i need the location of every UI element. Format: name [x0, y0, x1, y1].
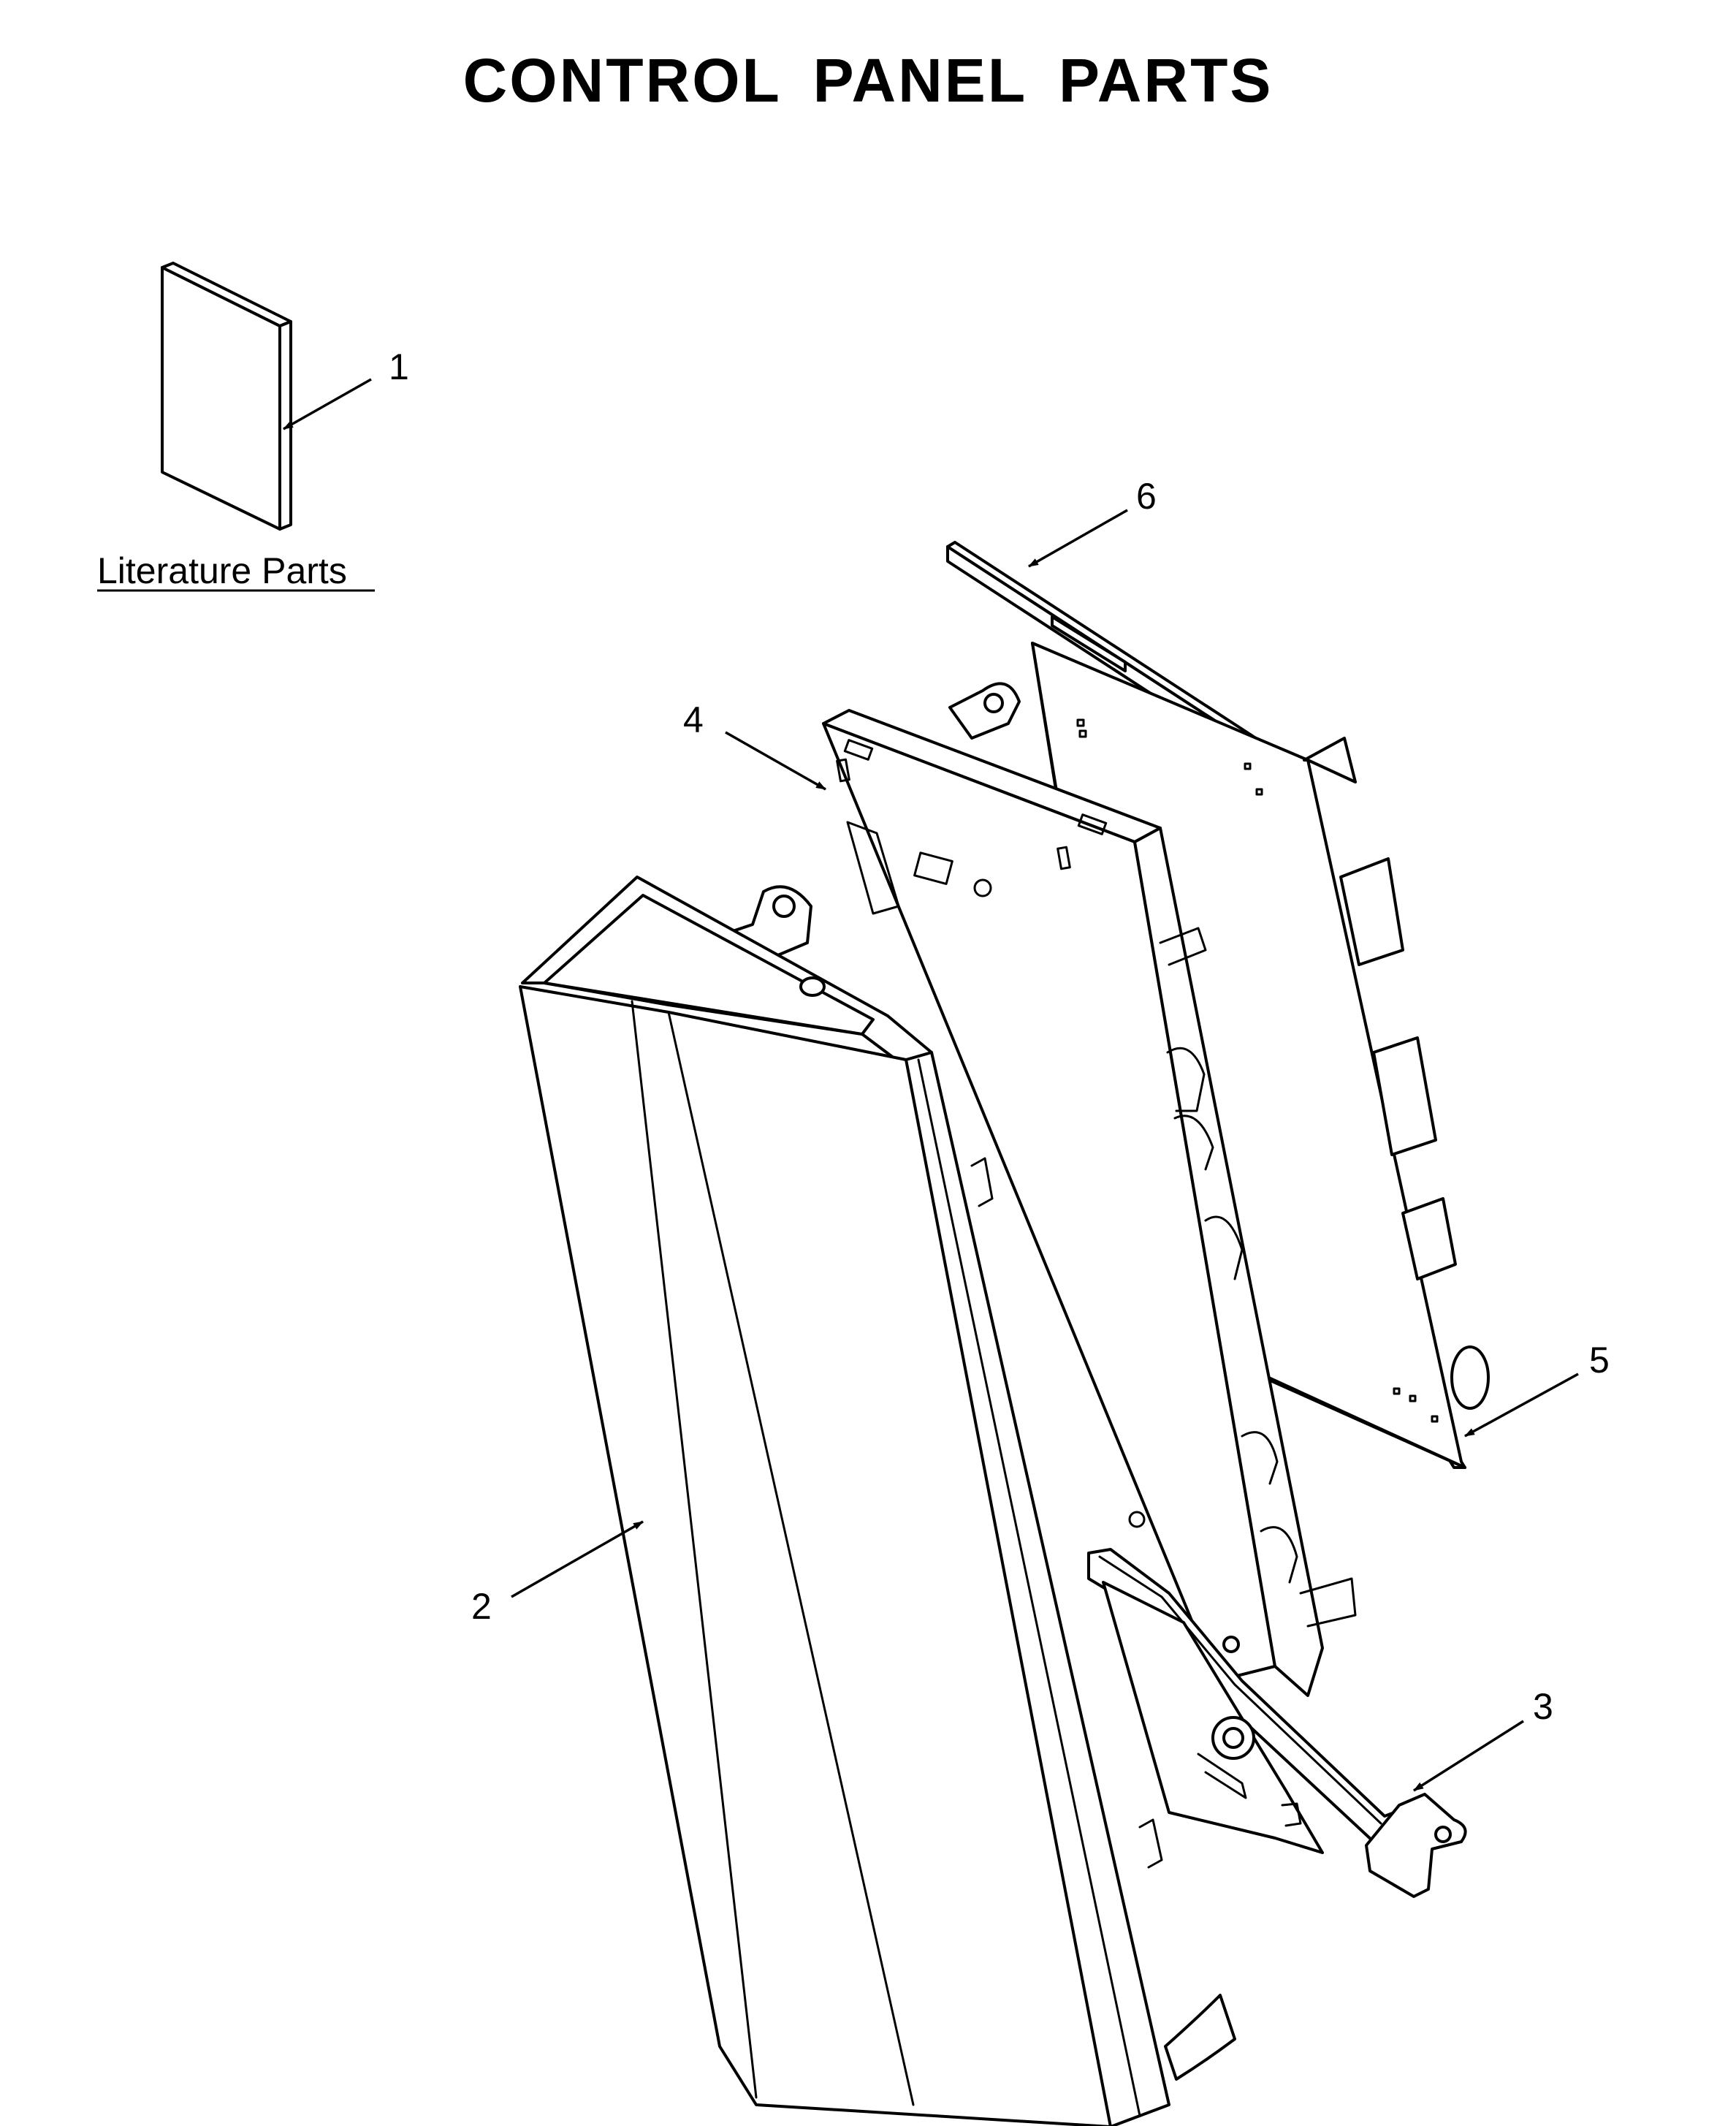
- leader-3: [1413, 1720, 1524, 1792]
- callout-3[interactable]: 3: [1533, 1686, 1553, 1727]
- leader-4: [725, 731, 826, 791]
- leader-5: [1464, 1373, 1579, 1438]
- leader-6: [1028, 509, 1128, 568]
- leader-1: [283, 378, 372, 430]
- callout-6[interactable]: 6: [1136, 476, 1157, 517]
- part-4-board-housing[interactable]: [822, 682, 1357, 1697]
- part-2-console-panel[interactable]: [519, 876, 1236, 2126]
- leader-2: [511, 1520, 644, 1598]
- callout-4[interactable]: 4: [683, 699, 704, 740]
- part-1-literature[interactable]: [161, 262, 292, 531]
- callout-2[interactable]: 2: [471, 1586, 492, 1627]
- part-3-bracket[interactable]: [1087, 1548, 1467, 1898]
- callout-1[interactable]: 1: [389, 346, 409, 387]
- section-label-literature: Literature Parts: [97, 550, 347, 591]
- callout-5[interactable]: 5: [1589, 1340, 1610, 1381]
- page-title: CONTROL PANEL PARTS: [462, 46, 1274, 115]
